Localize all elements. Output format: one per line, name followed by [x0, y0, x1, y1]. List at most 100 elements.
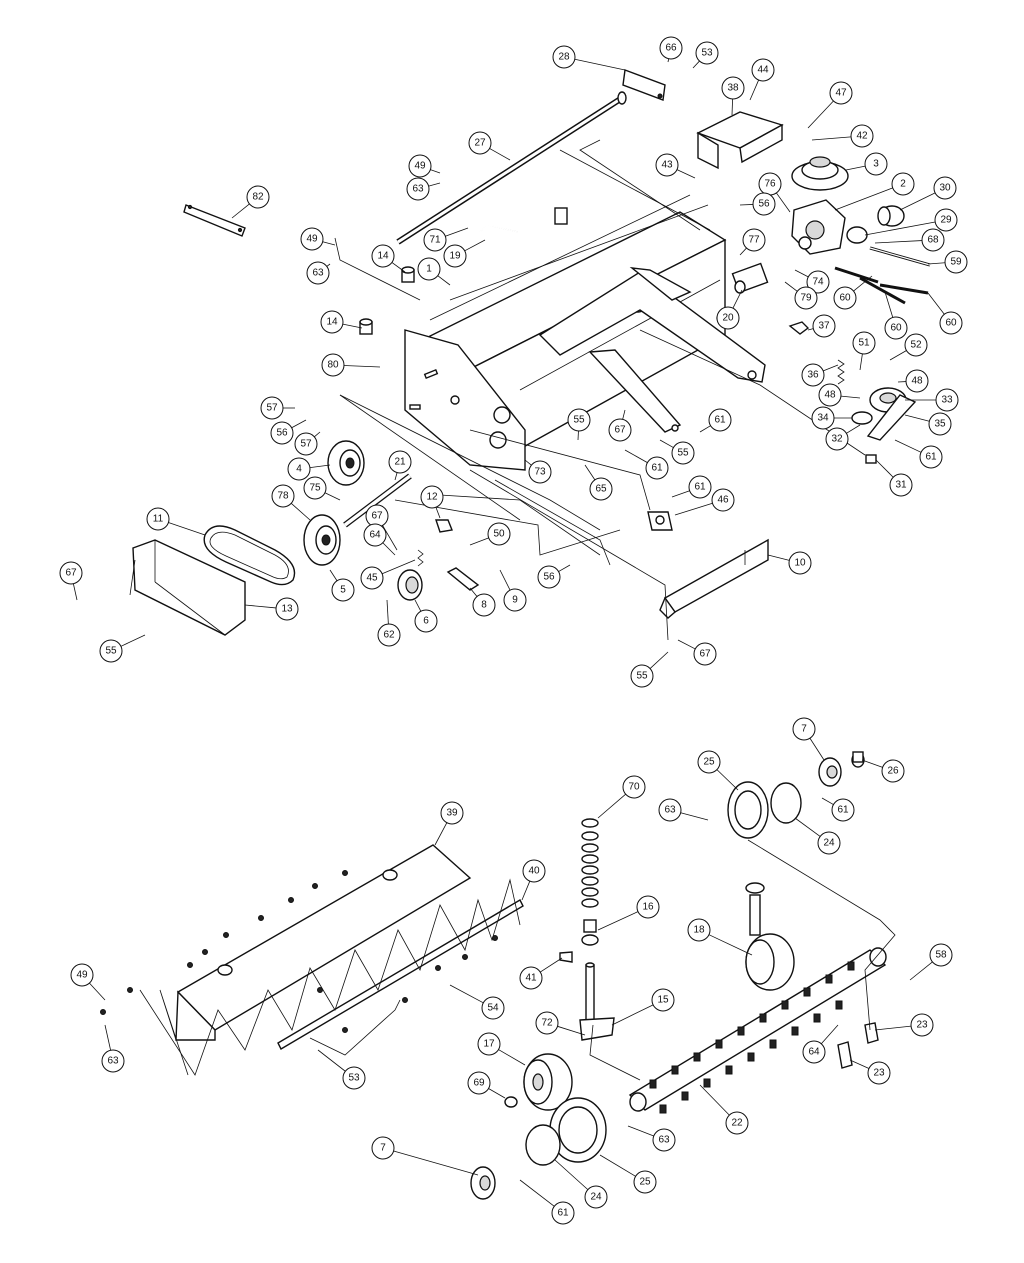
callout-42: 42: [811, 124, 874, 148]
callout-circle: [697, 750, 721, 774]
callout-circle: [414, 609, 438, 633]
callout-27: 27: [468, 131, 511, 161]
callout-number: 24: [823, 838, 835, 849]
callout-number: 12: [426, 492, 438, 503]
callout-45: 45: [360, 559, 416, 590]
callout-80: 80: [321, 353, 381, 377]
part-cover-38: [696, 111, 784, 170]
callout-leader: [692, 60, 700, 69]
callout-53: 53: [692, 41, 719, 69]
callout-leader: [840, 395, 861, 399]
callout-leader: [597, 793, 626, 819]
part-bearing-29: [846, 226, 868, 244]
callout-leader: [435, 507, 441, 519]
callout-circle: [363, 523, 387, 547]
callout-leader: [821, 1024, 839, 1045]
callout-circle: [522, 859, 546, 883]
callout-39: 39: [434, 801, 464, 846]
callout-circle: [811, 406, 835, 430]
callout-leader: [584, 464, 596, 481]
callout-number: 66: [665, 43, 677, 54]
callout-leader: [624, 449, 648, 463]
callout-7: 7: [792, 717, 825, 761]
callout-49: 49: [300, 227, 336, 251]
callout-leader: [899, 192, 936, 211]
callout-number: 25: [703, 757, 715, 768]
callout-leader: [168, 522, 206, 536]
callout-circle: [891, 172, 915, 196]
callout-10: 10: [767, 551, 812, 575]
callout-number: 57: [300, 439, 312, 450]
callout-number: 62: [383, 630, 395, 641]
callout-leader: [324, 492, 341, 501]
blade-guide-lines: [139, 878, 521, 1076]
callout-circle: [275, 597, 299, 621]
callout-number: 75: [309, 483, 321, 494]
callout-25: 25: [599, 1154, 657, 1194]
callout-number: 74: [812, 277, 824, 288]
callout-circle: [440, 801, 464, 825]
callout-number: 3: [873, 159, 879, 170]
callout-leader: [557, 1025, 586, 1036]
callout-number: 78: [277, 491, 289, 502]
callout-number: 67: [614, 425, 626, 436]
callout-number: 47: [835, 88, 847, 99]
callout-number: 45: [366, 573, 378, 584]
callout-circle: [806, 270, 830, 294]
callout-circle: [939, 311, 963, 335]
callout-63: 63: [658, 798, 709, 822]
callout-36: 36: [801, 363, 839, 387]
callout-3: 3: [845, 152, 888, 176]
callout-leader: [927, 292, 945, 315]
callout-leader: [846, 424, 861, 434]
callout-leader: [445, 227, 469, 237]
callout-circle: [659, 36, 683, 60]
callout-number: 53: [701, 48, 713, 59]
callout-circle: [342, 1066, 366, 1090]
part-hub-7-upper: [818, 757, 842, 787]
callout-number: 23: [873, 1068, 885, 1079]
callout-15: 15: [611, 988, 675, 1026]
callout-leader: [739, 247, 747, 256]
callout-number: 79: [800, 293, 812, 304]
callout-circle: [904, 333, 928, 357]
part-disc-24-lower: [525, 1124, 561, 1166]
callout-35: 35: [904, 412, 952, 436]
part-bracket-28: [622, 69, 666, 101]
callout-52: 52: [889, 333, 928, 361]
callout-circle: [933, 176, 957, 200]
part-pulley-32: [851, 411, 873, 425]
callout-48: 48: [818, 383, 861, 407]
callout-28: 28: [552, 45, 626, 71]
callout-circle: [377, 623, 401, 647]
callout-circle: [636, 895, 660, 919]
callout-leader: [309, 464, 331, 468]
callout-circle: [671, 441, 695, 465]
callout-31: 31: [875, 459, 913, 497]
callout-circle: [655, 153, 679, 177]
callout-circle: [825, 427, 849, 451]
callout-41: 41: [519, 957, 563, 990]
part-bearing-30: [877, 205, 905, 227]
callout-44: 44: [749, 58, 775, 101]
callout-circle: [360, 566, 384, 590]
callout-leader: [120, 634, 146, 647]
callout-circle: [584, 1185, 608, 1209]
callout-leader: [909, 961, 933, 981]
callout-circle: [417, 257, 441, 281]
callout-number: 27: [474, 138, 486, 149]
callout-number: 37: [818, 321, 830, 332]
callout-49: 49: [70, 963, 106, 1001]
callout-number: 5: [340, 585, 346, 596]
callout-50: 50: [469, 522, 511, 546]
callout-circle: [294, 432, 318, 456]
callout-number: 50: [493, 529, 505, 540]
part-cover-13: [132, 539, 246, 636]
part-ring-25-upper: [727, 781, 769, 839]
callout-circle: [552, 45, 576, 69]
part-pulley-5: [303, 514, 341, 566]
callout-19: 19: [443, 239, 486, 268]
callout-number: 21: [394, 457, 406, 468]
callout-24: 24: [554, 1159, 608, 1209]
